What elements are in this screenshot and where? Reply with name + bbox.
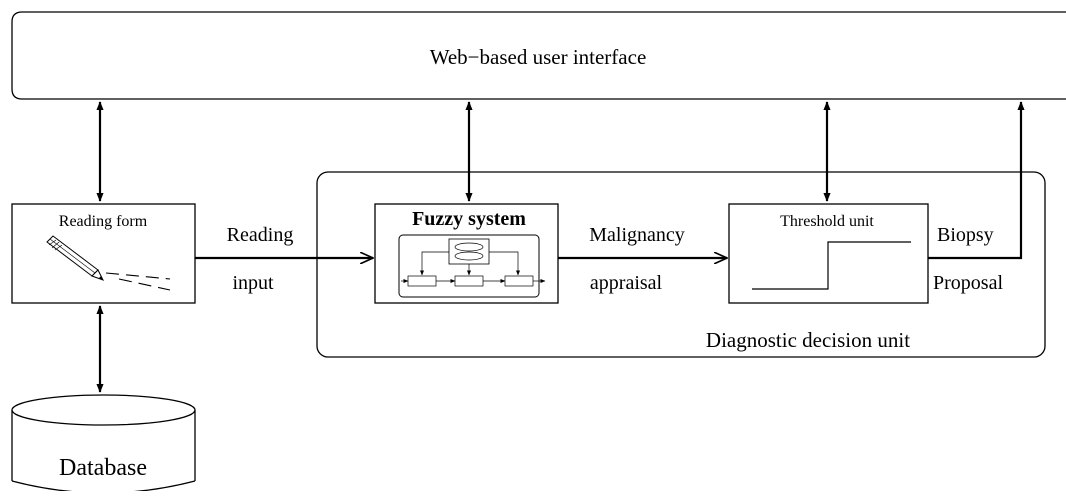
threshold-unit-box: Threshold unit bbox=[728, 203, 929, 304]
database-cylinder: Database bbox=[11, 394, 196, 494]
web-ui-box: Web−based user interface bbox=[11, 11, 1066, 100]
database-label: Database bbox=[59, 455, 147, 481]
web-ui-title: Web−based user interface bbox=[430, 45, 647, 69]
fuzzy-inner-diagram bbox=[398, 234, 546, 298]
fuzzy-system-box: Fuzzy system bbox=[374, 203, 559, 304]
edge-label-malignancy: Malignancy bbox=[589, 224, 685, 246]
pencil-icon bbox=[46, 235, 105, 281]
fuzzy-system-title: Fuzzy system bbox=[412, 208, 526, 230]
arrow-biopsy-proposal bbox=[928, 101, 1025, 260]
handwriting-lines bbox=[105, 272, 171, 291]
edge-label-input: input bbox=[232, 272, 274, 294]
reading-form-title: Reading form bbox=[59, 213, 148, 230]
edge-label-reading: Reading bbox=[227, 224, 294, 246]
diagnostic-decision-unit: Diagnostic decision unit bbox=[316, 171, 1046, 358]
threshold-unit-title: Threshold unit bbox=[780, 213, 874, 230]
edge-label-biopsy: Biopsy bbox=[937, 224, 994, 246]
edge-label-proposal: Proposal bbox=[933, 272, 1003, 294]
decision-unit-label: Diagnostic decision unit bbox=[706, 328, 910, 352]
edge-label-appraisal: appraisal bbox=[590, 272, 663, 294]
step-function-graph bbox=[752, 241, 911, 290]
reading-form-box: Reading form bbox=[11, 203, 196, 304]
